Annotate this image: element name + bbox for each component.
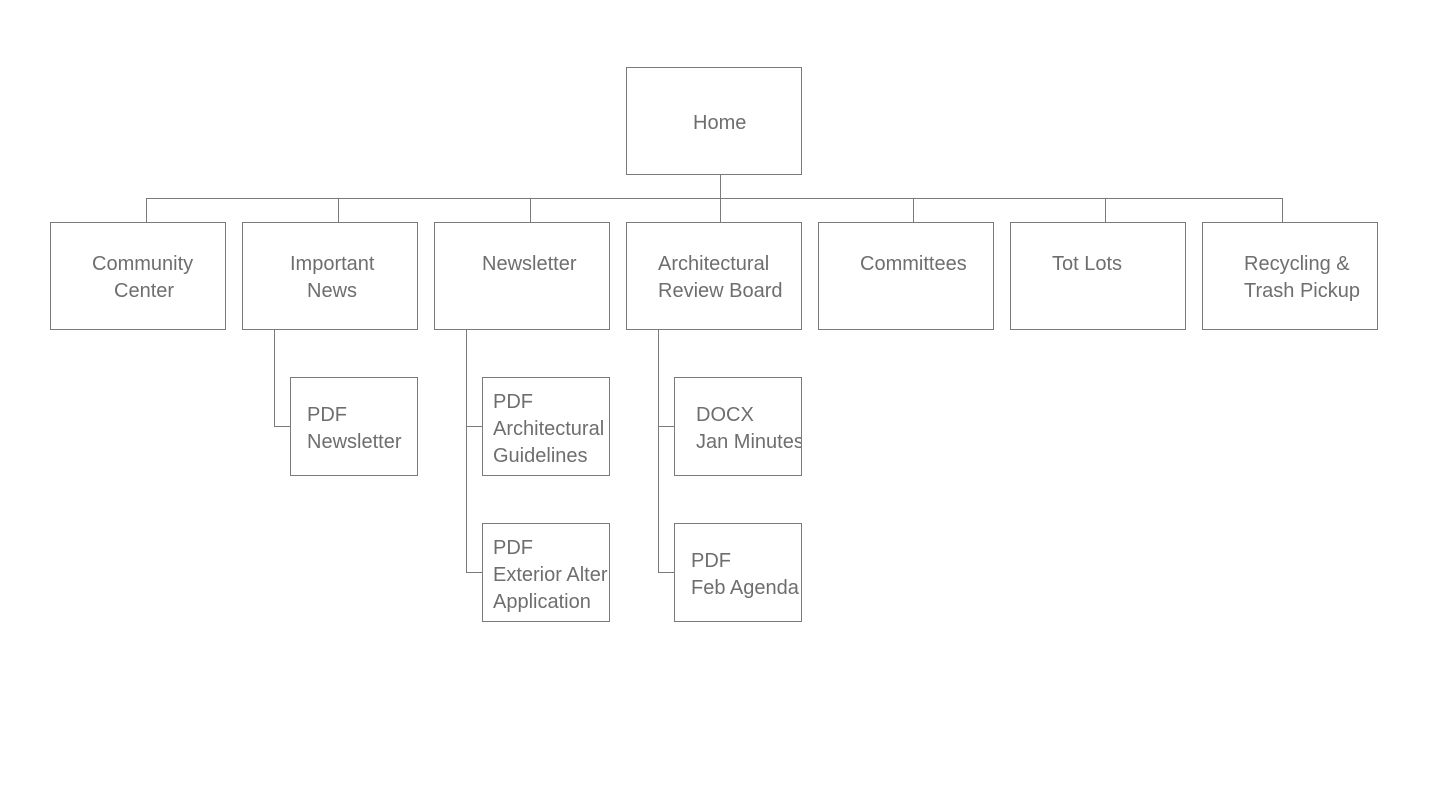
node-label-line: Important [290, 253, 375, 275]
node-label-line: Architectural [658, 253, 770, 275]
node-label-line: Recycling & [1244, 253, 1350, 275]
doc-label-line: PDF [691, 550, 731, 572]
node-home-label: Home [693, 112, 747, 134]
node-label-line: Tot Lots [1052, 253, 1123, 275]
connector-newsletter-branch [466, 329, 467, 573]
node-label-line: Review Board [658, 280, 783, 302]
node-newsletter[interactable]: Newsletter [434, 222, 610, 330]
doc-label-line: PDF [493, 537, 533, 559]
doc-label-line: Architectural [493, 418, 605, 440]
doc-docx-jan-minutes[interactable]: DOCX Jan Minutes [674, 377, 802, 476]
connector-newsletter [530, 198, 531, 222]
doc-pdf-feb-agenda[interactable]: PDF Feb Agenda [674, 523, 802, 622]
doc-label-line: PDF [307, 404, 347, 426]
node-label-line: Committees [860, 253, 967, 275]
doc-label-line: Feb Agenda [691, 577, 799, 599]
doc-label-line: DOCX [696, 404, 754, 426]
connector-pdf-arch-guidelines [466, 426, 482, 427]
node-important-news[interactable]: Important News [242, 222, 418, 330]
connector-committees [913, 198, 914, 222]
node-committees[interactable]: Committees [818, 222, 994, 330]
connector-recycling [1282, 198, 1283, 222]
connector-pdf-exterior-alter [466, 572, 482, 573]
connector-arb-branch [658, 329, 659, 573]
doc-pdf-exterior-alter-application[interactable]: PDF Exterior Alter Application [482, 523, 610, 622]
connector-docx-jan-minutes [658, 426, 674, 427]
node-label-line: Center [114, 280, 175, 302]
node-label-line: Community [92, 253, 194, 275]
doc-label-line: Jan Minutes [696, 431, 802, 453]
node-label-line: Trash Pickup [1244, 280, 1360, 302]
doc-pdf-architectural-guidelines[interactable]: PDF Architectural Guidelines [482, 377, 610, 476]
doc-label-line: Application [493, 591, 591, 613]
connector-tot-lots [1105, 198, 1106, 222]
node-home[interactable]: Home [626, 67, 802, 175]
doc-pdf-newsletter[interactable]: PDF Newsletter [290, 377, 418, 476]
node-label-line: News [307, 280, 358, 302]
connector-pdf-newsletter [274, 426, 290, 427]
connector-important-news-branch [274, 329, 275, 427]
node-tot-lots[interactable]: Tot Lots [1010, 222, 1186, 330]
node-recycling-trash-pickup[interactable]: Recycling & Trash Pickup [1202, 222, 1378, 330]
doc-label-line: Exterior Alter [493, 564, 608, 586]
node-community-center[interactable]: Community Center [50, 222, 226, 330]
connector-pdf-feb-agenda [658, 572, 674, 573]
doc-label-line: PDF [493, 391, 533, 413]
node-label-line: Newsletter [482, 253, 577, 275]
doc-label-line: Newsletter [307, 431, 402, 453]
connector-community-center [146, 198, 147, 222]
connector-horizontal-bus [146, 198, 1283, 199]
doc-label-line: Guidelines [493, 445, 588, 467]
connector-important-news [338, 198, 339, 222]
node-architectural-review-board[interactable]: Architectural Review Board [626, 222, 802, 330]
